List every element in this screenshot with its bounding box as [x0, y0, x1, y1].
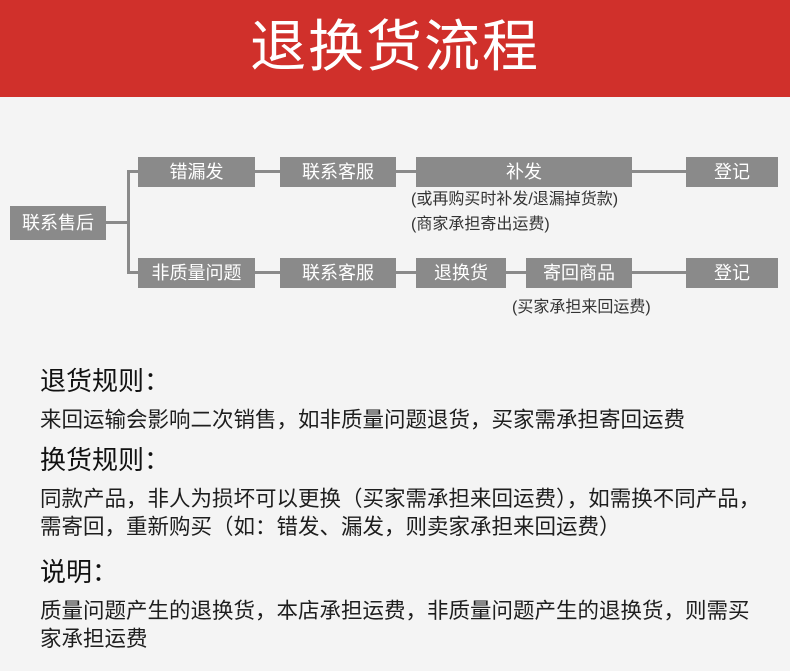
page-header: 退换货流程	[0, 0, 790, 97]
flow-step-wrong-missing-shipment: 错漏发	[138, 157, 255, 187]
page-title: 退换货流程	[250, 15, 540, 78]
flow-connector-top-row	[127, 170, 688, 173]
flow-connector-branch-vertical	[127, 170, 130, 274]
flow-step-register: 登记	[686, 157, 778, 187]
flow-step-register: 登记	[686, 258, 778, 288]
section-text-line: 质量问题产生的退换货，本店承担运费，非质量问题产生的退换货，则需买	[40, 599, 750, 623]
flow-note-reship: (或再购买时补发/退漏掉货款) (商家承担寄出运费)	[411, 187, 618, 237]
flow-step-reship: 补发	[416, 157, 632, 187]
flow-note-send-back: (买家承担来回运费)	[512, 295, 651, 320]
notes-section: 说明： 质量问题产生的退换货，本店承担运费，非质量问题产生的退换货，则需买 家承…	[40, 553, 785, 653]
exchange-rules-section: 换货规则： 同款产品，非人为损坏可以更换（买家需承担来回运费），如需换不同产品，…	[40, 441, 785, 541]
section-text-line: 来回运输会影响二次销售，如非质量问题退货，买家需承担寄回运费	[40, 408, 686, 432]
flow-step-send-back-goods: 寄回商品	[526, 258, 632, 288]
flow-step-contact-service: 联系客服	[280, 157, 396, 187]
flow-step-return-exchange: 退换货	[416, 258, 506, 288]
flow-step-non-quality-issue: 非质量问题	[138, 258, 255, 288]
section-text-line: 家承担运费	[40, 627, 148, 651]
return-rules-section: 退货规则： 来回运输会影响二次销售，如非质量问题退货，买家需承担寄回运费	[40, 362, 785, 434]
flow-note-line: (或再购买时补发/退漏掉货款)	[411, 191, 619, 208]
flow-connector-bottom-row	[127, 271, 688, 274]
flow-step-contact-service: 联系客服	[280, 258, 396, 288]
flow-start-contact-after-sales: 联系售后	[10, 206, 106, 240]
flow-note-line: (商家承担寄出运费)	[411, 216, 550, 233]
section-text-line: 需寄回，重新购买（如：错发、漏发，则卖家承担来回运费）	[40, 515, 621, 539]
flow-note-line: (买家承担来回运费)	[512, 299, 651, 316]
section-heading: 说明：	[40, 557, 119, 587]
flow-connector-start	[106, 221, 130, 224]
section-heading: 换货规则：	[40, 445, 171, 475]
section-heading: 退货规则：	[40, 366, 171, 396]
section-text-line: 同款产品，非人为损坏可以更换（买家需承担来回运费），如需换不同产品，	[40, 487, 761, 511]
